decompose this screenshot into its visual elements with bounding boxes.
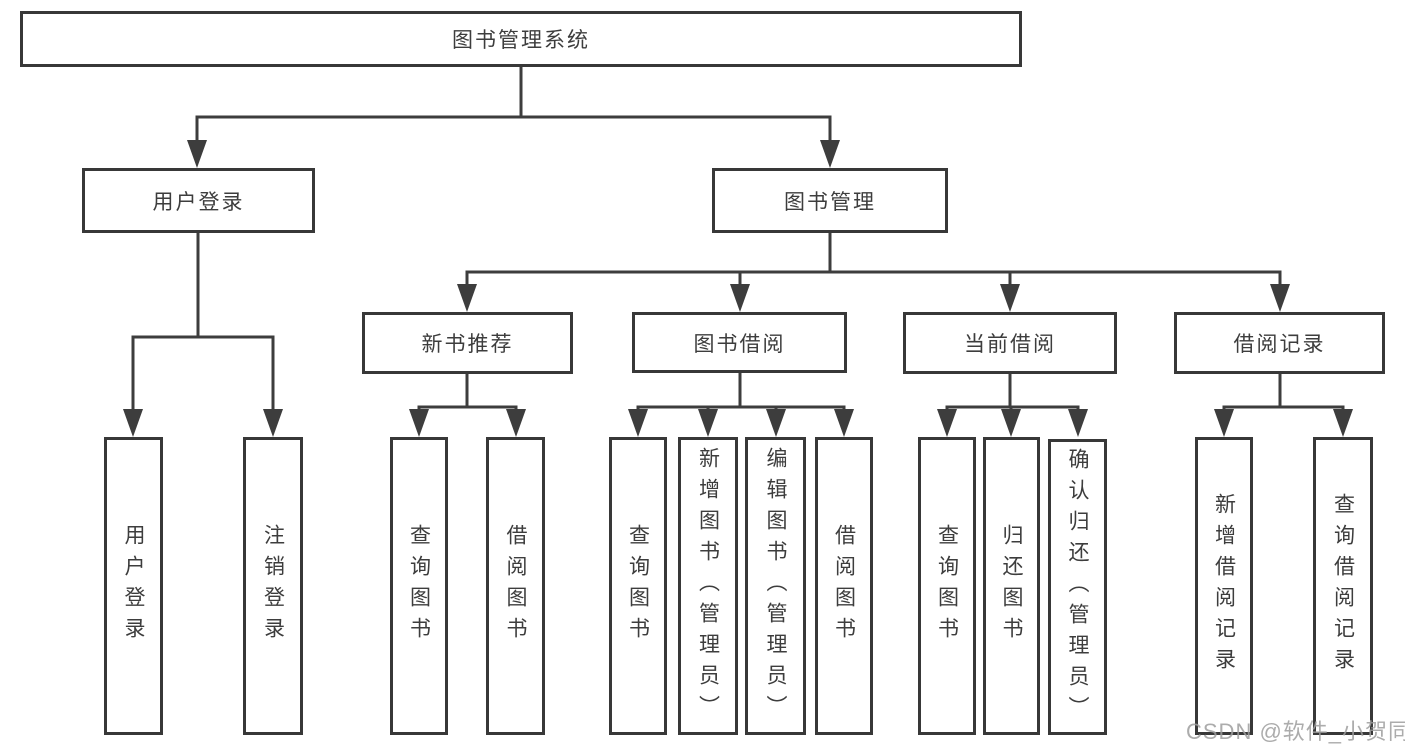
node-library-system: 图书管理系统 [20,11,1022,67]
leaf-borrowing-edit-books-admin: 编辑图书（管理员） [745,437,806,735]
leaf-borrowing-add-books-admin: 新增图书（管理员） [678,437,738,735]
leaf-current-return-books: 归还图书 [983,437,1040,735]
leaf-recommend-borrow-books: 借阅图书 [486,437,545,735]
leaf-user-login: 用户登录 [104,437,163,735]
leaf-logout: 注销登录 [243,437,303,735]
node-book-borrowing: 图书借阅 [632,312,847,373]
leaf-records-query-borrow-record: 查询借阅记录 [1313,437,1373,735]
leaf-recommend-query-books: 查询图书 [390,437,448,735]
node-borrowing-records: 借阅记录 [1174,312,1385,374]
watermark-text: CSDN @软件_小贺同学 [1186,719,1405,744]
node-book-management: 图书管理 [712,168,948,233]
node-user-login: 用户登录 [82,168,315,233]
leaf-borrowing-borrow-books: 借阅图书 [815,437,873,735]
leaf-current-confirm-return-admin: 确认归还（管理员） [1048,439,1107,735]
leaf-records-add-borrow-record: 新增借阅记录 [1195,437,1253,735]
node-new-book-recommendation: 新书推荐 [362,312,573,374]
leaf-current-query-books: 查询图书 [918,437,976,735]
node-current-borrowing: 当前借阅 [903,312,1117,374]
leaf-borrowing-query-books: 查询图书 [609,437,667,735]
